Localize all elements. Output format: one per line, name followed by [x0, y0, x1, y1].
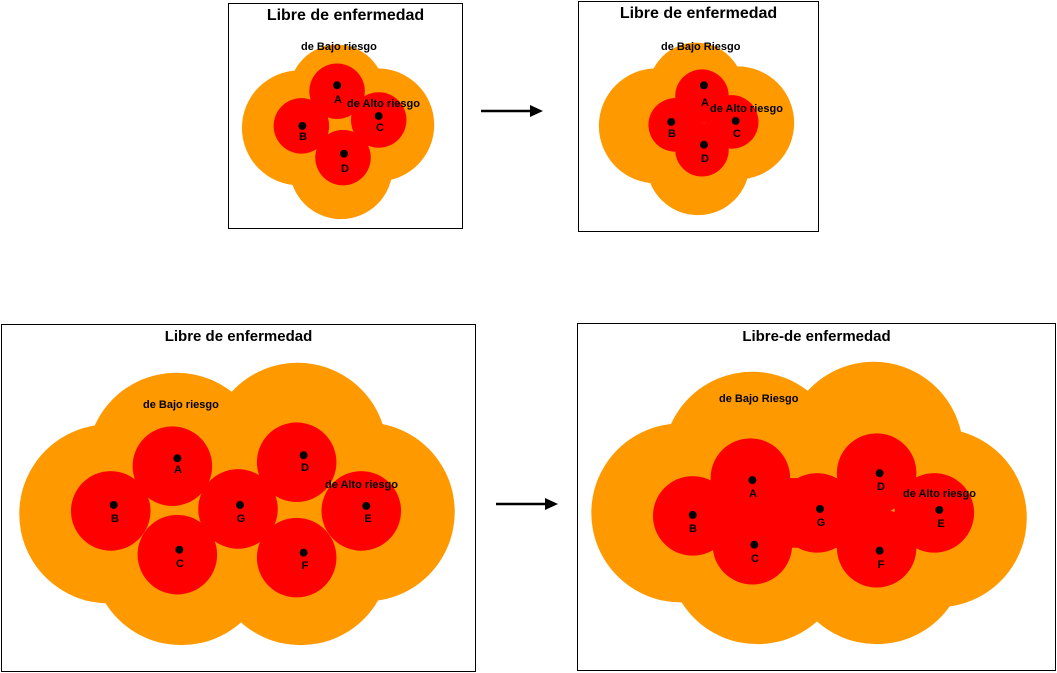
panel-1-title: Libre de enfermedad: [266, 7, 425, 24]
point-label-a: A: [701, 97, 709, 109]
high-risk-label: de Alto riesgo: [325, 479, 398, 491]
point-label-a: A: [334, 94, 342, 106]
diagram-panel-2: Libre de enfermedad de Bajo Riesgo de Al…: [578, 1, 819, 232]
panel-1-shapes: [241, 44, 435, 220]
panel-4-title: Libre-de enfermedad: [742, 328, 891, 345]
panel-4-shapes: [591, 361, 1027, 645]
low-risk-label: de Bajo Riesgo: [661, 41, 741, 53]
high-risk-label: de Alto riesgo: [903, 488, 976, 500]
point-label-d: D: [701, 153, 709, 165]
points: [688, 469, 944, 555]
point-label-b: B: [111, 513, 119, 525]
point-label-f: F: [301, 560, 309, 572]
points: [109, 451, 371, 557]
points: [667, 81, 740, 149]
high-risk-zone: [70, 422, 402, 598]
point-label-g: G: [816, 517, 826, 529]
right-arrow-icon: [496, 498, 558, 510]
point-label-d: D: [341, 163, 349, 175]
panel-3-shapes: [19, 362, 455, 646]
point-label-a: A: [749, 488, 757, 500]
point-label-g: G: [236, 513, 246, 525]
diagram-panel-3: Libre de enfermedad de Bajo riesgo de Al…: [1, 324, 476, 672]
point-label-d: D: [301, 462, 309, 474]
low-risk-label: de Bajo Riesgo: [719, 393, 799, 405]
points: [298, 81, 383, 158]
point-label-b: B: [689, 523, 697, 535]
high-risk-label: de Alto riesgo: [710, 103, 783, 115]
point-label-c: C: [176, 558, 184, 570]
point-label-e: E: [937, 518, 945, 530]
panel-3-title: Libre de enfermedad: [164, 328, 313, 345]
point-label-c: C: [751, 553, 759, 565]
panel-2-shapes: [598, 42, 795, 216]
high-risk-zone: [648, 69, 759, 177]
point-label-c: C: [733, 128, 741, 140]
diagram-panel-1: Libre de enfermedad de Bajo riesgo de Al…: [228, 3, 463, 229]
point-label-c: C: [376, 122, 384, 134]
point-label-a: A: [174, 464, 182, 476]
low-risk-label: de Bajo riesgo: [143, 399, 219, 411]
right-arrow-icon: [481, 105, 543, 117]
point-label-d: D: [877, 481, 885, 493]
diagram-panel-4: Libre-de enfermedad de Bajo Riesgo de Al…: [577, 323, 1056, 671]
point-label-b: B: [668, 128, 676, 140]
point-label-e: E: [364, 513, 372, 525]
point-label-b: B: [299, 131, 307, 143]
low-risk-label: de Bajo riesgo: [301, 41, 377, 53]
panel-2-title: Libre de enfermedad: [619, 5, 778, 22]
high-risk-label: de Alto riesgo: [347, 98, 420, 110]
point-label-f: F: [877, 559, 885, 571]
